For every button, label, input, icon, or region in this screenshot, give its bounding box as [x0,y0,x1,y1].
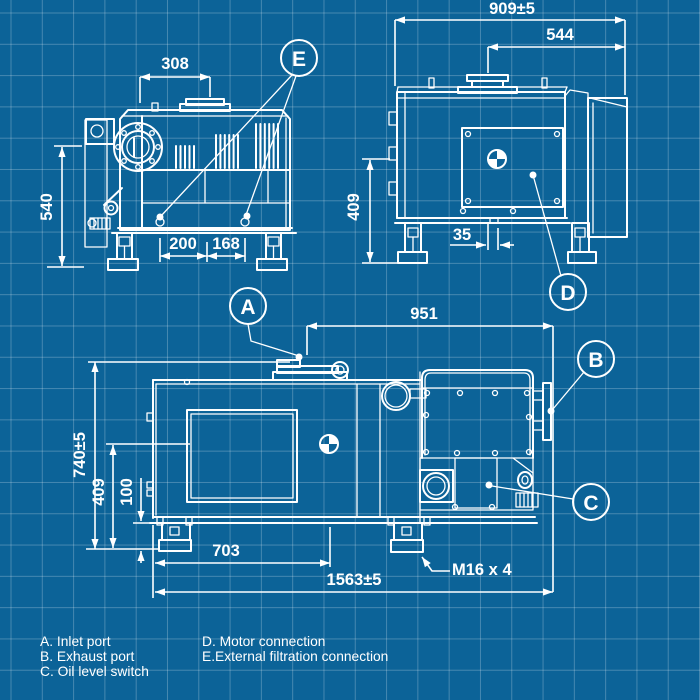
inlet-flange-icon [113,122,163,172]
callout-d-letter: D [560,282,575,305]
rear-feet [397,222,597,264]
dim-side-height: 740±5 [71,432,89,478]
callout-c: C [485,481,610,521]
dim-front-width: 308 [161,55,189,73]
front-view [84,98,297,271]
rear-view [388,74,628,264]
callout-d: D [529,171,587,311]
callout-e: E [156,39,318,221]
dim-side-com-x: 703 [212,542,240,560]
dim-side-bolt-spec: M16 x 4 [452,561,512,579]
legend: A. Inlet port B. Exhaust port C. Oil lev… [40,634,388,679]
center-of-mass-icon [487,149,507,169]
front-feet [107,232,288,271]
dim-rear-port: 544 [546,26,574,44]
callout-e-letter: E [292,48,306,71]
cooling-fins [175,123,279,169]
motor-housing [421,369,534,459]
dim-rear-offset: 35 [453,226,471,244]
callout-a-letter: A [240,296,255,319]
inlet-port [272,359,349,381]
dim-side-overall: 1563±5 [327,571,382,589]
dim-side-com-height: 409 [90,478,108,506]
legend-item-d: D. Motor connection [202,634,325,649]
rear-dimensions: 909±5 544 409 35 [345,0,626,264]
legend-item-a: A. Inlet port [40,634,111,649]
oil-box [419,449,539,511]
legend-item-b: B. Exhaust port [40,649,134,664]
front-dimensions: 308 540 200 168 [38,55,246,268]
dim-rear-width: 909±5 [489,0,535,18]
dim-front-foot-right: 168 [212,235,240,253]
callout-b: B [547,340,615,415]
callout-b-letter: B [588,349,603,372]
center-of-mass-icon-side [319,434,339,454]
callout-a: A [229,287,303,361]
legend-item-e: E.External filtration connection [202,649,388,664]
side-dimensions: 951 740±5 409 100 703 1563±5 M16 x 4 [71,305,554,598]
dim-front-height: 540 [38,193,56,221]
side-feet [156,516,431,553]
callout-c-letter: C [583,492,598,515]
dim-side-top: 951 [410,305,438,323]
dim-rear-com-height: 409 [345,193,363,221]
dim-front-foot-left: 200 [169,235,197,253]
legend-item-c: C. Oil level switch [40,664,149,679]
dim-side-base-height: 100 [118,478,136,506]
side-view [146,359,552,553]
